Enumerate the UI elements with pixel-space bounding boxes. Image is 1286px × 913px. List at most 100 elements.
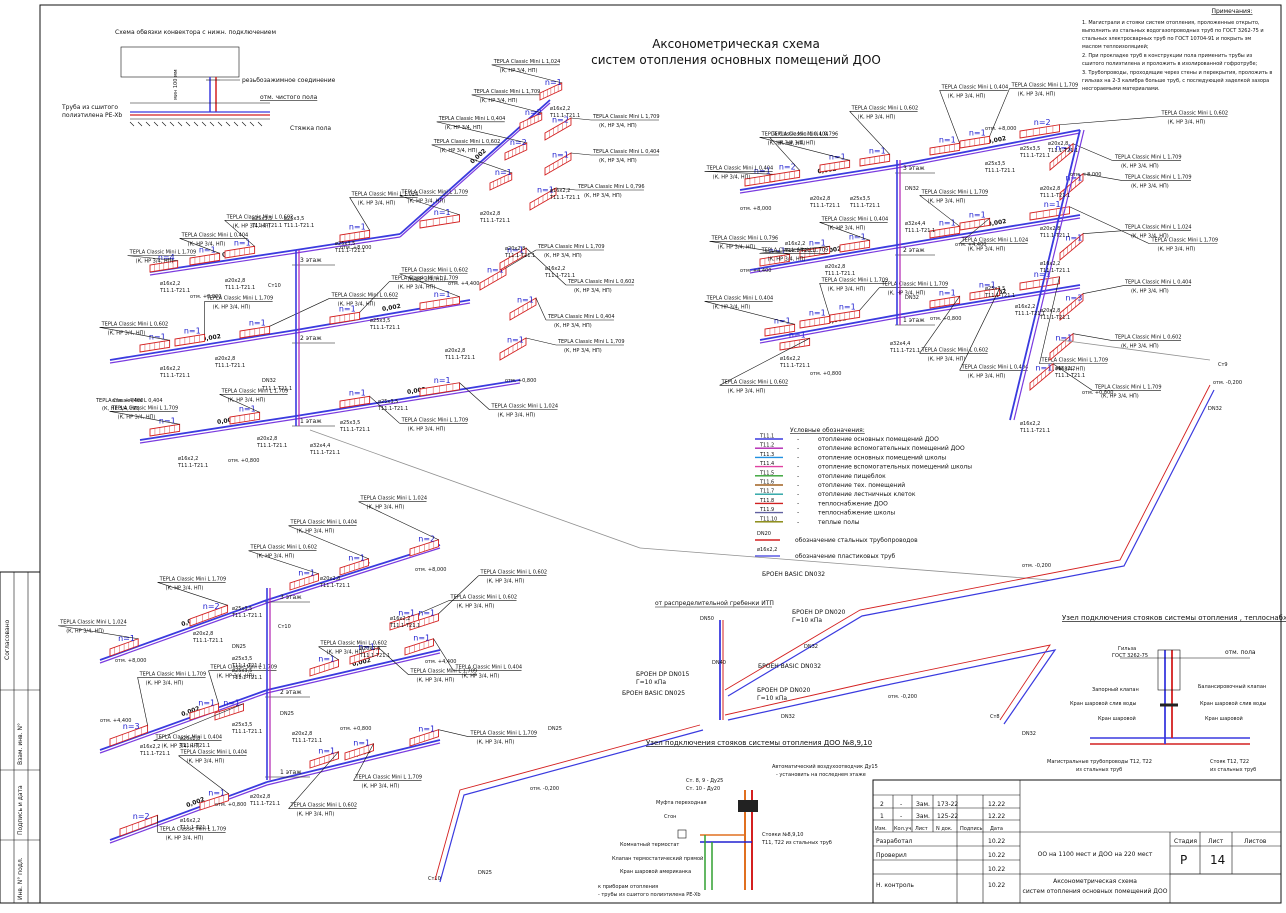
radiator-connection: (К, НР 3/4, НП) [1158,247,1196,253]
floor-mark-label: отм. чистого пола [260,94,318,101]
legend-dash: - [797,436,799,443]
riser-label-st8: Ст8 [990,714,1000,720]
stamp-row2-doc: 173-22 [937,801,958,808]
radiator-type: TEPLA Classic Mini L 1,709 [355,775,423,781]
radiator-type: TEPLA Classic Mini L 0,404 [455,665,523,671]
distribution-mains: DN25 DN32 DN32 DN25 отм. -0,200 отм. -0,… [309,380,1242,883]
pipe-diameter: ø16x2,2 [545,266,565,272]
radiator-type: TEPLA Classic Mini L 1,709 [592,114,660,120]
radiator-connection: (К, НР 3/4, НП) [778,140,816,146]
pipe-diameter: ø20x2,8 [825,264,845,270]
radiator-connection: (К, НР 3/4, НП) [362,784,400,790]
radiator-type: TEPLA Classic Mini L 1,709 [206,295,274,301]
radiator-connection: (К, НР 3/4, НП) [888,290,926,296]
radiator-section-count: n=1 [434,376,451,385]
pipe-diameter: ø32x4,4 [905,221,925,227]
stamp-project: ОО на 1100 мест и ДОО на 220 мест [1038,851,1153,858]
radiator-section-count: n=1 [418,724,435,733]
pipe-code: Т11.1-Т21.1 [377,406,408,412]
radiator-type: TEPLA Classic Mini L 0,602 [101,321,169,327]
node1-item: Муфта переходная [656,800,707,806]
radiator-connection: (К, НР 3/4, НП) [408,277,446,283]
radiator-type: TEPLA Classic Mini L 1,709 [111,405,179,411]
pipe-dn: DN32 [905,295,919,301]
radiator-section-count: n=1 [1065,233,1082,242]
pipe-code: Т11.1-Т21.1 [1039,315,1070,321]
radiator-type: TEPLA Classic Mini L 1,709 [391,275,459,281]
legend-dash: - [797,500,799,507]
stamp-role: Проверил [876,852,907,859]
pipe-diameter: ø25x3,5 [232,656,252,662]
radiator-section-count: n=1 [869,147,886,156]
radiator-connection: (К, НР 3/4, НП) [477,740,515,746]
radiator-type: TEPLA Classic Mini L 0,404 [761,131,829,137]
radiator-connection: (К, НР 3/4, НП) [599,158,637,164]
pipe-code: Т11.1-Т21.1 [544,273,575,279]
radiator-connection: (К, НР 3/4, НП) [480,98,518,104]
pipe-code: Т11.1-Т21.1 [179,743,210,749]
pipe-diameter: ø20x2,8 [1048,141,1068,147]
valve-broen5: БРОЕН BASIC DN025 [622,690,685,697]
radiator-section-count: n=1 [1055,333,1072,342]
radiator-type: TEPLA Classic Mini L 1,709 [129,250,197,256]
radiator-section-count: n=1 [809,239,826,248]
stamp-header: Лист [915,826,928,832]
radiator-connection: (К, НР 3/4, НП) [166,835,204,841]
radiator-connection: (К, НР 3/4, НП) [564,348,602,354]
radiator-type: TEPLA Classic Mini L 0,404 [706,295,774,301]
elevation-label: отм. +4,400 [112,398,143,404]
pipe-code: Т11.1-Т21.1 [251,223,282,229]
radiator-connection: (К, НР 3/4, НП) [297,812,335,818]
radiator-section-count: n=1 [184,327,201,336]
pipe-code: Т11.1-Т21.1 [889,348,920,354]
radiator-section-count: n=1 [1044,200,1061,209]
legend: Условные обозначения: Т11.1-отопление ос… [755,427,972,560]
pipe-diameter: ø20x2,8 [180,736,200,742]
pipe-diameter: ø25x3,5 [1020,146,1040,152]
radiator-section-count: n=1 [1034,270,1051,279]
radiator-connection: (К, НР 3/4, НП) [928,198,966,204]
node-1: Узел подключения стояков системы отоплен… [598,739,878,898]
pipe-diameter: ø25x3,5 [232,668,252,674]
pipe-code: Т11.1-Т21.1 [504,253,535,259]
pipe-code: Т11.1-Т21.1 [249,801,280,807]
pipe-diameter: ø25x3,5 [232,722,252,728]
pipe-label: Труба из сшитого [61,104,118,111]
note-line: 3. Трубопроводы, проходящие через стены … [1082,70,1272,76]
pipe-diameter: ø25x3,5 [985,161,1005,167]
stamp-role-date: 10.22 [988,866,1005,873]
radiator-section-count: n=1 [339,305,356,314]
stamp-role: Н. контроль [876,882,914,889]
pipe-diameter: ø20x2,8 [810,196,830,202]
valve-broen1: БРОЕН BASIC DN032 [762,571,825,578]
pipe-diameter: ø25x3,5 [335,241,355,247]
radiator-type: TEPLA Classic Mini L 0,602 [1114,335,1182,341]
radiator-connection: (К, НР 3/4, НП) [768,256,806,262]
slope-label: 0,002 [987,135,1007,145]
legend-text: отопление вспомогательных помещений школ… [818,464,972,471]
node2-item: Стояк Т12, Т22 [1210,759,1249,765]
valve-broen6: БРОЕН DP DN020 [757,687,811,694]
radiator-section-count: n=1 [239,405,256,414]
radiator-section-count: n=1 [839,303,856,312]
pipe-diameter: ø20x2,8 [480,211,500,217]
legend-dash: - [797,473,799,480]
radiator-type: TEPLA Classic Mini L 0,404 [961,364,1029,370]
radiator-connection: (К, НР 3/4, НП) [217,674,255,680]
pipe-diameter: ø16x2,2 [390,616,410,622]
pipe-code: Т11.1-Т21.1 [1039,268,1070,274]
pipe-diameter: ø25x3,5 [370,318,390,324]
elevation-label: отм. +4,400 [425,659,456,665]
pipe-code: Т11.1-Т21.1 [319,583,350,589]
radiator-section-count: n=1 [149,333,166,342]
legend-code: Т11.5 [759,470,774,476]
node2-item: Кран шаровой [1098,715,1136,722]
legend-text: отопление тех. помещений [818,482,905,489]
node1-item: Комнатный термостат [620,841,679,848]
radiator-type: TEPLA Classic Mini L 0,602 [320,641,388,647]
radiator-connection: (К, НР 3/4, НП) [66,629,104,635]
pipe-code: Т11.1-Т21.1 [283,223,314,229]
valve-broen4: БРОЕН DP DN015 [636,671,690,678]
notes: Примечания: 1. Магистрали и стояки систе… [1082,8,1272,92]
node1-item: - установить на последнем этаже [776,772,866,778]
